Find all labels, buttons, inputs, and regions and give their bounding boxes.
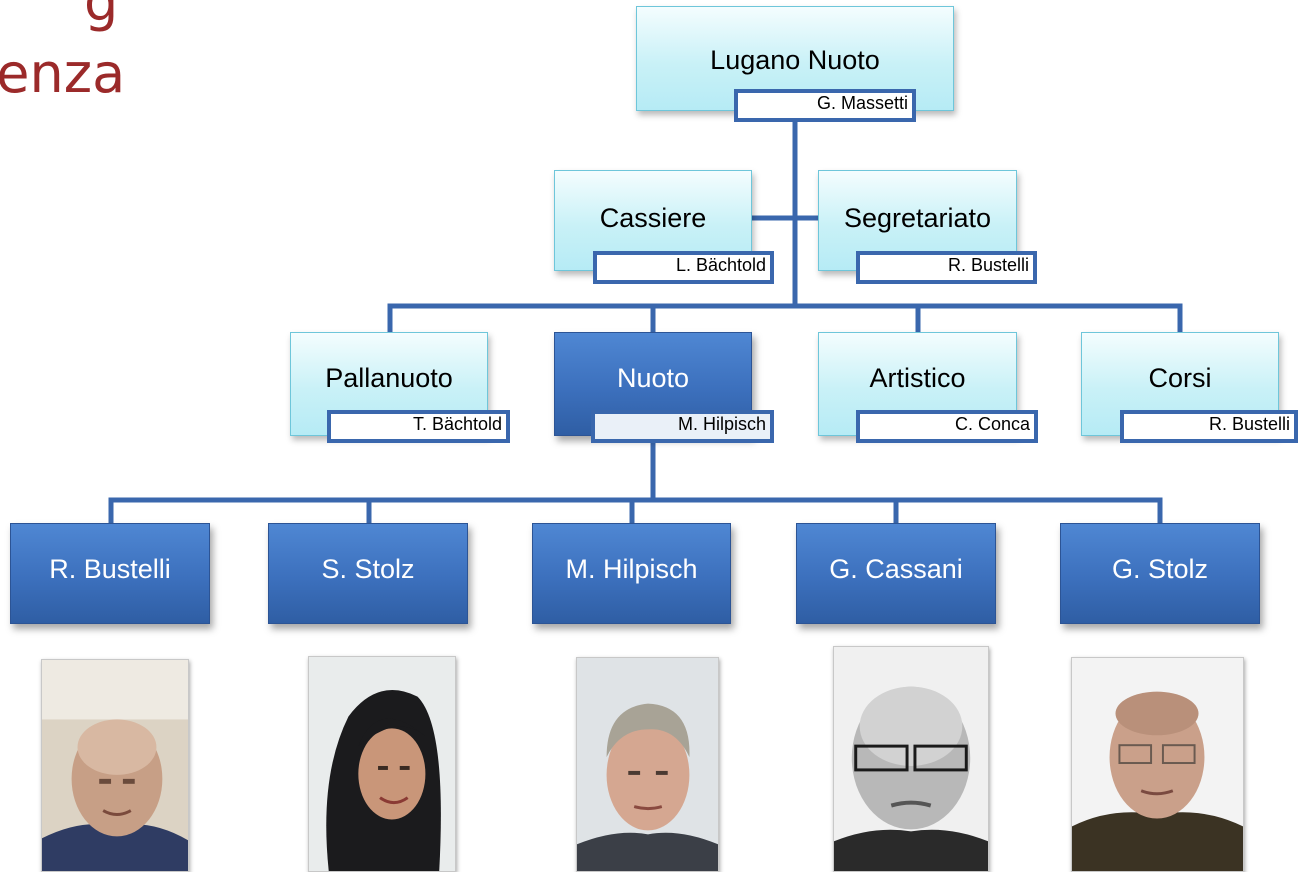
org-node-segretariato-person: R. Bustelli	[856, 251, 1037, 284]
coach-photo-s-stolz	[308, 656, 456, 872]
org-node-coach-3: M. Hilpisch	[532, 523, 731, 624]
org-node-corsi-person: R. Bustelli	[1120, 410, 1298, 443]
org-node-cassiere-title: Cassiere	[599, 203, 707, 233]
org-node-root-title: Lugano Nuoto	[710, 45, 880, 75]
org-node-cassiere-person: L. Bächtold	[593, 251, 774, 284]
org-node-nuoto-title: Nuoto	[616, 363, 690, 393]
org-node-nuoto-person: M. Hilpisch	[591, 410, 774, 443]
org-node-segretariato-title: Segretariato	[843, 203, 992, 233]
coach-photo-g-cassani	[833, 646, 989, 872]
org-node-pallanuoto-title: Pallanuoto	[325, 363, 453, 393]
page-title-line-1: g	[84, 0, 119, 33]
org-node-artistico-title: Artistico	[869, 363, 966, 393]
org-node-root-person: G. Massetti	[734, 89, 916, 122]
coach-name: R. Bustelli	[49, 554, 171, 584]
coach-name: G. Stolz	[1111, 554, 1209, 584]
org-node-coach-5: G. Stolz	[1060, 523, 1260, 624]
org-node-coach-2: S. Stolz	[268, 523, 468, 624]
org-node-artistico-person: C. Conca	[856, 410, 1038, 443]
coach-photo-r-bustelli	[41, 659, 189, 872]
coach-name: M. Hilpisch	[565, 554, 698, 584]
org-node-pallanuoto-person: T. Bächtold	[327, 410, 510, 443]
org-node-corsi-title: Corsi	[1148, 363, 1212, 393]
coach-photo-g-stolz	[1071, 657, 1244, 872]
coach-name: S. Stolz	[321, 554, 415, 584]
coach-photo-m-hilpisch	[576, 657, 719, 872]
org-node-coach-4: G. Cassani	[796, 523, 996, 624]
org-node-coach-1: R. Bustelli	[10, 523, 210, 624]
coach-name: G. Cassani	[829, 554, 963, 584]
